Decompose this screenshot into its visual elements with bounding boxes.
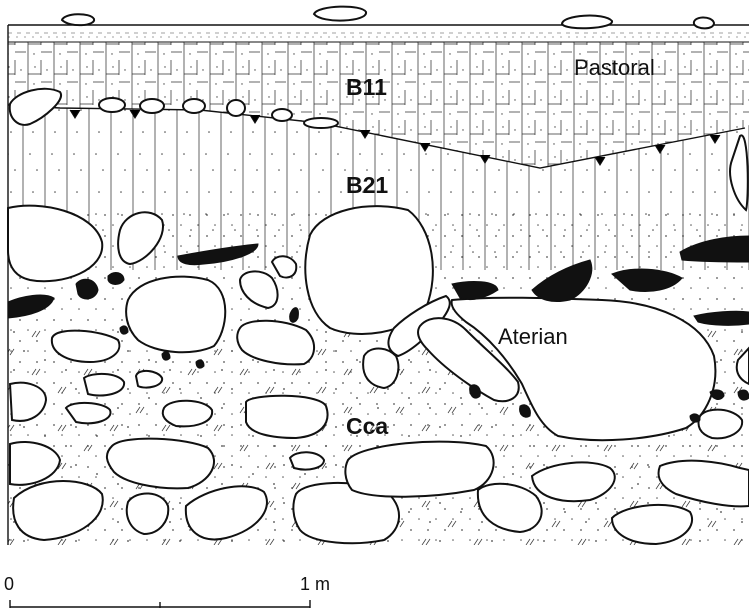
label-cca: Cca — [346, 413, 388, 439]
surface-layer — [8, 25, 749, 42]
label-pastoral: Pastoral — [574, 55, 655, 80]
scale-start-label: 0 — [4, 574, 14, 594]
label-b11: B11 — [346, 74, 387, 100]
label-b21: B21 — [346, 172, 388, 198]
label-aterian: Aterian — [498, 324, 568, 349]
scale-bar: 0 1 m — [4, 574, 330, 608]
scale-end-label: 1 m — [300, 574, 330, 594]
